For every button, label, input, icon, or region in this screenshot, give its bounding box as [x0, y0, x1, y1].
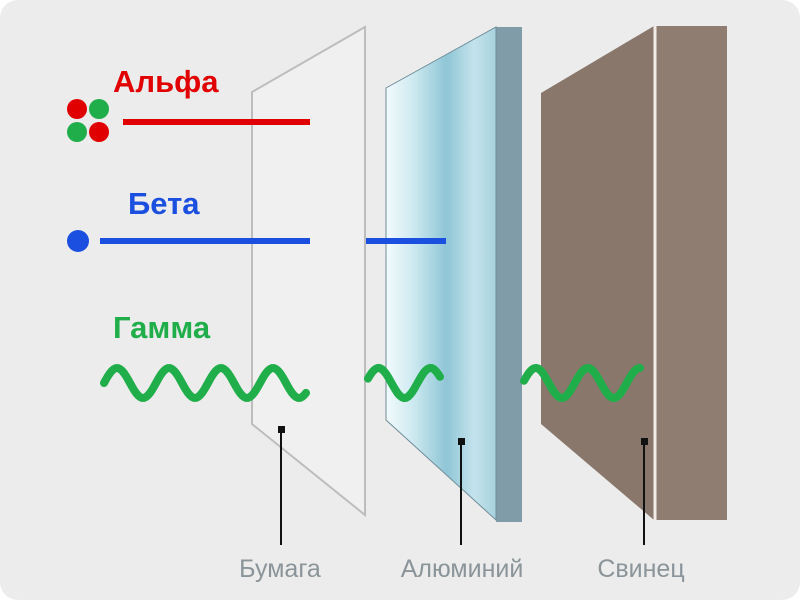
gamma-ray-segment-2	[364, 363, 444, 403]
paper-barrier	[251, 25, 366, 518]
lead-side	[654, 26, 727, 520]
gamma-label: Гамма	[113, 310, 211, 345]
paper-caption: Бумага	[239, 555, 321, 583]
aluminium-edge	[496, 27, 522, 522]
alpha-label: Альфа	[113, 64, 219, 99]
beta-label: Бета	[128, 186, 200, 221]
paper-sheet	[251, 25, 366, 518]
gamma-ray-segment-3	[520, 363, 644, 403]
aluminium-pointer	[458, 438, 465, 545]
lead-pointer	[641, 438, 648, 545]
alpha-particle-icon	[67, 99, 109, 142]
lead-barrier	[541, 26, 727, 520]
paper-pointer	[278, 426, 285, 545]
electron-icon	[67, 230, 89, 252]
aluminium-caption: Алюминий	[401, 555, 524, 583]
lead-caption: Свинец	[597, 555, 684, 583]
gamma-wave-icon	[100, 364, 310, 402]
